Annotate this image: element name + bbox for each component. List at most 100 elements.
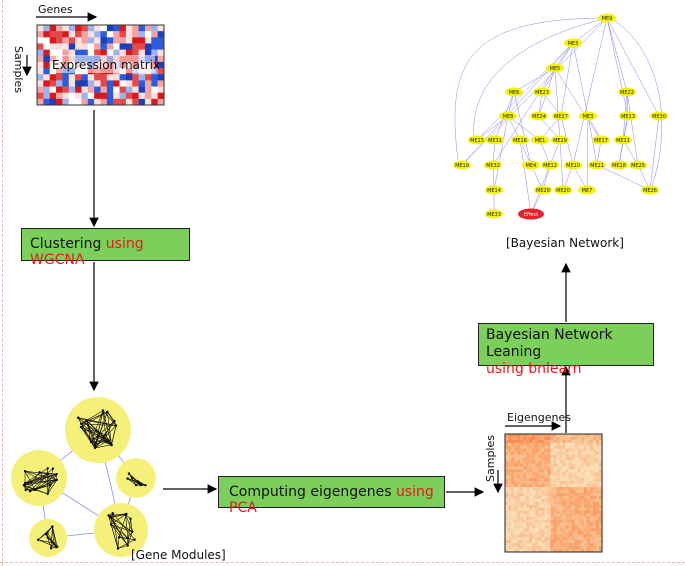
matrix-border xyxy=(36,24,165,106)
matrix-cell xyxy=(132,86,139,93)
bn-edge xyxy=(649,115,660,191)
bn-edge xyxy=(476,42,574,141)
matrix-cell xyxy=(49,49,57,57)
heatmap-cell xyxy=(562,451,566,455)
module-edge xyxy=(127,531,133,539)
heatmap-cell xyxy=(535,472,539,476)
heatmap-cell xyxy=(547,487,551,491)
heatmap-cell xyxy=(505,543,509,547)
heatmap-cell xyxy=(571,490,576,494)
heatmap-cell xyxy=(529,448,533,452)
heatmap-cell xyxy=(520,495,524,500)
heatmap-cell xyxy=(508,522,512,526)
heatmap-cell xyxy=(520,501,524,506)
heatmap-cell xyxy=(526,549,530,553)
heatmap-cell xyxy=(574,540,579,544)
heatmap-cell xyxy=(565,463,569,467)
heatmap-cell xyxy=(565,490,569,494)
heatmap-cell xyxy=(589,504,594,509)
heatmap-cell xyxy=(547,445,551,450)
matrix-cell xyxy=(68,43,76,50)
heatmap-cell xyxy=(511,513,515,517)
module-edge xyxy=(110,517,133,533)
matrix-cell xyxy=(62,49,70,57)
heatmap-cell xyxy=(592,510,597,514)
heatmap-cell xyxy=(505,484,509,488)
heatmap-cell xyxy=(505,546,509,550)
bn-edge xyxy=(572,17,608,44)
heatmap-cell xyxy=(550,469,554,473)
heatmap-cell xyxy=(550,484,554,488)
heatmap-cell xyxy=(544,451,548,455)
heatmap-cell xyxy=(589,481,594,485)
matrix-cell xyxy=(125,25,133,32)
matrix-cell xyxy=(119,43,127,50)
heatmap-cell xyxy=(553,513,557,517)
heatmap-cell xyxy=(559,448,563,452)
matrix-cell xyxy=(144,98,152,106)
heatmap-cell xyxy=(565,534,569,538)
heatmap-cell xyxy=(541,513,545,517)
heatmap-cell xyxy=(586,481,591,485)
heatmap-cell xyxy=(547,442,551,447)
bn-edge xyxy=(560,42,574,117)
heatmap-cell xyxy=(589,436,594,441)
heatmap-cell xyxy=(598,540,603,544)
matrix-cell xyxy=(75,98,82,106)
heatmap-cell xyxy=(550,493,554,497)
heatmap-cell xyxy=(583,493,588,497)
bn-node-label: ME31 xyxy=(488,138,502,144)
module-edge xyxy=(78,417,87,421)
heatmap-cell xyxy=(523,454,527,458)
heatmap-cell xyxy=(589,475,594,479)
matrix-cell xyxy=(37,43,44,50)
heatmap-cell xyxy=(508,472,512,476)
heatmap-cell xyxy=(520,472,524,476)
heatmap-cell xyxy=(559,457,563,461)
heatmap-cell xyxy=(547,495,551,500)
heatmap-cell xyxy=(511,448,515,452)
heatmap-cell xyxy=(526,504,530,509)
heatmap-cell xyxy=(520,454,524,458)
heatmap-cell xyxy=(565,504,569,509)
heatmap-cell xyxy=(523,445,527,450)
heatmap-cell xyxy=(523,463,527,467)
matrix-cell xyxy=(56,74,63,81)
heatmap-cell xyxy=(574,534,579,538)
heatmap-cell xyxy=(556,537,560,541)
heatmap-cell xyxy=(517,475,521,479)
matrix-cell xyxy=(43,37,50,44)
heatmap-cell xyxy=(547,448,551,452)
heatmap-cell xyxy=(589,442,594,447)
heatmap-cell xyxy=(547,513,551,517)
heatmap-cell xyxy=(532,504,536,509)
heatmap-cell xyxy=(526,507,530,511)
heatmap-cell xyxy=(559,475,563,479)
heatmap-cell xyxy=(592,478,597,482)
heatmap-cell xyxy=(523,519,527,523)
heatmap-cell xyxy=(508,445,512,450)
matrix-cell xyxy=(94,92,101,100)
heatmap-cell xyxy=(565,460,569,464)
heatmap-cell xyxy=(529,439,533,444)
heatmap-cell xyxy=(550,525,554,529)
heatmap-cell xyxy=(523,460,527,464)
heatmap-cell xyxy=(553,434,557,438)
bn-edge xyxy=(492,67,556,166)
heatmap-cell xyxy=(517,525,521,529)
matrix-cell xyxy=(144,86,152,93)
heatmap-cell xyxy=(550,519,554,523)
heatmap-cell xyxy=(577,445,582,450)
heatmap-cell xyxy=(550,481,554,485)
heatmap-cell xyxy=(583,534,588,538)
heatmap-cell xyxy=(538,531,542,535)
heatmap-cell xyxy=(589,434,594,438)
heatmap-cell xyxy=(559,510,563,514)
matrix-cell xyxy=(75,49,82,57)
heatmap-cell xyxy=(571,522,576,526)
heatmap-cell xyxy=(580,451,585,455)
heatmap-cell xyxy=(511,510,515,514)
heatmap-cell xyxy=(532,445,536,450)
heatmap-cell xyxy=(553,466,557,470)
heatmap-cell xyxy=(505,487,509,491)
